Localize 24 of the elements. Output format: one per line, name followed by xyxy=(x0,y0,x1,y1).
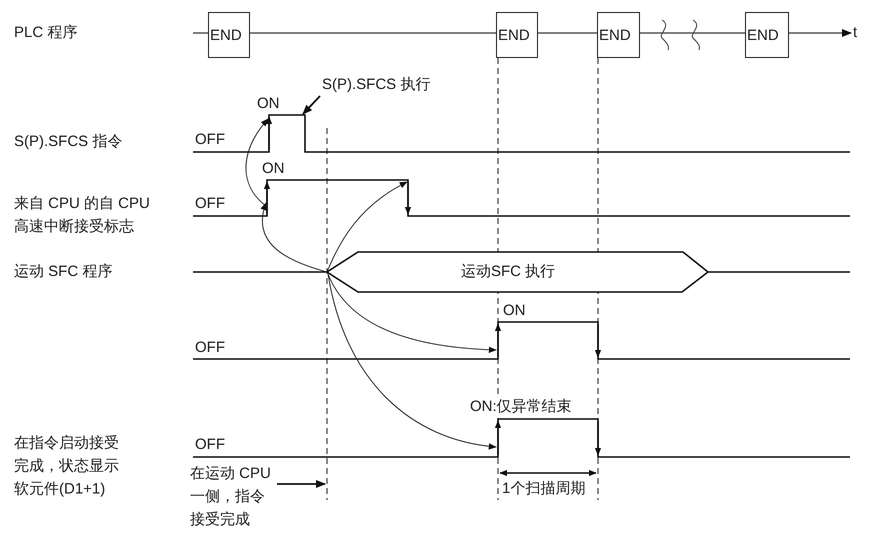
execution-label: 运动SFC 执行 xyxy=(461,263,556,281)
state-label: OFF xyxy=(195,131,225,149)
leader-arrow xyxy=(277,480,326,488)
scan-end-box: END xyxy=(745,12,789,58)
callout-text: 在运动 CPU 一侧，指令接受完成 xyxy=(190,462,276,534)
callout-text: S(P).SFCS 执行 xyxy=(322,74,452,96)
row-label: 在指令启动接受完成，状态显示软元件(D1+1) xyxy=(14,434,120,500)
scan-end-box: END xyxy=(496,12,538,58)
row-label: 运动 SFC 程序 xyxy=(14,263,112,281)
row-label: PLC 程序 xyxy=(14,24,78,42)
state-label: OFF xyxy=(195,339,225,357)
row-label: 来自 CPU 的自 CPU 高速中断接受标志 xyxy=(14,194,151,237)
state-label: ON xyxy=(257,95,280,113)
dimension-label: 1个扫描周期 xyxy=(502,480,586,498)
leader-arrow xyxy=(302,95,321,115)
state-label: OFF xyxy=(195,195,225,213)
row-label: S(P).SFCS 指令 xyxy=(14,133,122,151)
state-label: ON xyxy=(262,160,284,178)
scan-end-box: END xyxy=(208,12,250,58)
state-label: ON xyxy=(503,302,526,320)
scan-end-box: END xyxy=(597,12,640,58)
state-label: OFF xyxy=(195,436,225,454)
state-label: ON:仅异常结束 xyxy=(470,398,572,416)
axis-label: t xyxy=(853,24,858,42)
